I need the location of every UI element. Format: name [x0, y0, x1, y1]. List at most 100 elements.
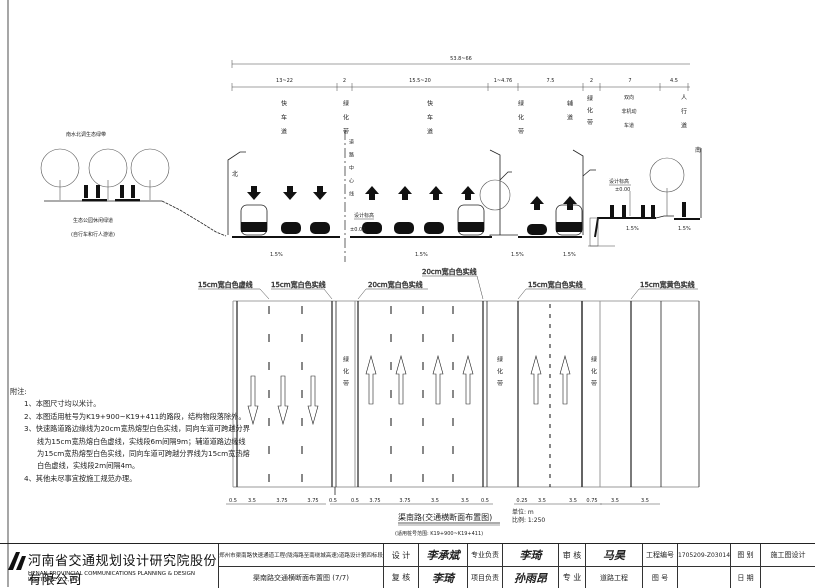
spec-lead-signature: 李琦: [502, 544, 558, 566]
road-surface: [232, 215, 700, 247]
major-label: 专 业: [558, 566, 585, 588]
arrow-down-icon: [247, 186, 261, 200]
plan-title: 渠南路(交通横断面布置图): [398, 512, 492, 522]
note-item: 白色虚线，实线段2m间隔4m。: [37, 461, 140, 471]
fast-lane-left-label: 快车道: [280, 99, 287, 142]
segment-width-label: 7: [628, 78, 631, 84]
segment-width-label: 15.5~20: [409, 78, 431, 84]
plan-dimension-label: 3.5: [431, 498, 439, 504]
lane-arrow-up-icon: [395, 354, 407, 405]
unit-label: 单位: m: [512, 508, 534, 516]
arrow-up-icon: [563, 196, 577, 210]
plan-dimension-label: 3.5: [538, 498, 546, 504]
review-label: 复 核: [383, 566, 418, 588]
arrow-up-icon: [398, 186, 412, 200]
slope-label: 1.5%: [415, 252, 428, 258]
design-elev-label-right: 设计标高: [609, 178, 629, 185]
arrow-down-icon: [313, 186, 327, 200]
title-block: 河南省交通规划设计研究院股份有限公司 HENAN PROVINCIAL COMM…: [0, 543, 815, 588]
project-name: 郑州市渠南路快速通道工程(陇海路至南绕城高速)道路设计第四标段: [218, 544, 383, 566]
category-value: 施工图设计: [760, 544, 815, 566]
note-item: 4、其他未尽事宜按施工规范办理。: [24, 473, 137, 483]
date-value: [760, 566, 815, 588]
drawing-name: 渠南路交通横断面布置图 (7/7): [218, 566, 383, 588]
pedestrian-figures: [610, 202, 686, 217]
marking-label: 20cm宽白色实线: [422, 267, 477, 276]
elev-value: ±0.00: [350, 227, 365, 233]
date-label: 日 期: [730, 566, 760, 588]
major-value: 道路工程: [585, 566, 642, 588]
park-sublabel: (自行车和行人游道): [71, 231, 115, 238]
drawing-number: [677, 566, 730, 588]
plan-title-block: 渠南路(交通横断面布置图) 单位: m 比例: 1:250 (适用桩号范围: K…: [395, 508, 545, 537]
aux-road-label: 辅道: [566, 99, 573, 128]
project-number-label: 工程编号: [642, 544, 677, 566]
notes-title: 附注:: [10, 387, 27, 396]
lane-arrow-up-icon: [365, 354, 377, 405]
drawing-number-label: 图 号: [642, 566, 677, 588]
lane-arrow-up-icon: [432, 354, 444, 405]
segment-width-label: 2: [343, 78, 346, 84]
south-label: 南: [695, 146, 701, 154]
plan-dimension-label: 3.75: [399, 498, 410, 504]
total-width-label: 53.8~66: [450, 56, 472, 62]
note-item: 线为15cm宽热熔白色虚线，实线段6m间隔9m；辅道道路边缘线: [37, 436, 246, 446]
segment-width-label: 13~22: [276, 78, 293, 84]
nonmotor-label-2: 非机动: [621, 108, 636, 115]
audit-signature: 马昊: [585, 544, 642, 566]
lane-arrow-down-icon: [247, 375, 259, 426]
plan-dimension-label: 3.5: [641, 498, 649, 504]
segment-width-label: 1~4.76: [494, 78, 513, 84]
marking-label: 15cm宽白色实线: [528, 280, 583, 289]
nonmotor-label-1: 双向: [624, 94, 634, 101]
green-belt-2-label: 绿化带: [586, 94, 593, 131]
green-belt-1-label: 绿化带: [517, 99, 524, 142]
lane-arrow-up-icon: [462, 354, 474, 405]
note-item: 为15cm宽热熔型白色实线，同向车道可跨越分界线为15cm宽热熔: [37, 449, 250, 459]
marking-label: 15cm宽白色虚线: [198, 280, 253, 289]
segment-width-label: 7.5: [547, 78, 555, 84]
marking-label: 15cm宽黄色实线: [640, 280, 695, 289]
lane-arrow-up-icon: [530, 354, 542, 405]
fast-lane-right-label: 快车道: [426, 99, 433, 142]
marking-label: 20cm宽白色实线: [368, 280, 423, 289]
company-name-en: HENAN PROVINCIAL COMMUNICATIONS PLANNING…: [28, 571, 196, 583]
tree-icon: [649, 157, 685, 193]
median-label: 绿化带: [342, 99, 349, 142]
plan-dimension-label: 0.5: [229, 498, 237, 504]
tree-icon: [479, 179, 511, 211]
note-item: 3、快速路道路边缘线为20cm宽热熔型白色实线，同向车道可跨越分界: [24, 424, 250, 434]
review-signature: 李琦: [418, 566, 467, 588]
arrow-down-icon: [283, 186, 297, 200]
plan-dimension-label: 3.5: [461, 498, 469, 504]
slope-labels: 1.5% 1.5% 1.5% 1.5% 1.5% 1.5%: [270, 226, 691, 258]
slope-label: 1.5%: [678, 226, 691, 232]
design-elevation-right: 设计标高 ±0.00: [609, 178, 631, 216]
nonmotor-label-3: 车道: [624, 122, 634, 129]
elev-value-right: ±0.00: [615, 187, 630, 193]
station-range: (适用桩号范围: K19+900~K19+411): [395, 530, 483, 537]
slope-label: 1.5%: [563, 252, 576, 258]
arrow-up-icon: [530, 196, 544, 210]
company-name-cn: 河南省交通规划设计研究院股份有限公司: [28, 554, 218, 588]
project-number: 1705209-Z03014: [677, 544, 730, 566]
plan-dimension-label: 0.5: [329, 498, 337, 504]
plan-dimension-label: 3.75: [369, 498, 380, 504]
design-elev-label: 设计标高: [354, 212, 374, 219]
park-label: 生态公园休闲绿道: [73, 217, 113, 224]
lane-arrow-down-icon: [307, 375, 319, 426]
spec-lead-label: 专业负责: [467, 544, 502, 566]
lane-arrow-up-icon: [559, 354, 571, 405]
arrow-up-icon: [429, 186, 443, 200]
lane-arrow-down-icon: [277, 375, 289, 426]
design-label: 设 计: [383, 544, 418, 566]
plan-dimension-label: 0.5: [351, 498, 359, 504]
company-logo-icon: [8, 552, 26, 570]
plan-dimension-label: 3.5: [248, 498, 256, 504]
category-label: 图 别: [730, 544, 760, 566]
marking-label: 15cm宽白色实线: [271, 280, 326, 289]
eco-park-area: 南水北调生态绿带 生态公园休闲绿道 (自行车和行人游道): [40, 131, 227, 238]
plan-view: 绿化带 绿化带 绿化带: [232, 300, 700, 495]
